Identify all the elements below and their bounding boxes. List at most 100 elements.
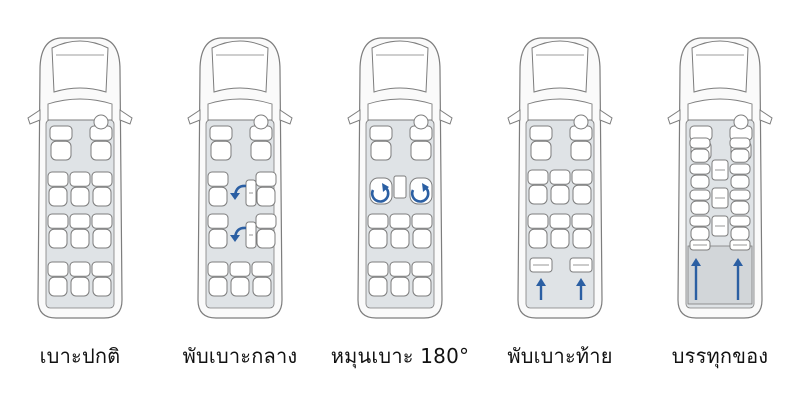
caption-rotate: หมุนเบาะ 180° [330,344,470,368]
seats [367,114,433,297]
van-normal-layout [27,37,133,319]
steering-wheel-icon [253,114,269,130]
seat [207,213,229,249]
windshield [371,40,429,93]
seat [91,261,113,297]
seats [47,114,113,297]
fold-arrow [691,258,701,300]
seats [687,114,753,305]
windshield [691,40,749,93]
mirror-right [279,109,293,125]
panel-fold-rear: พับเบาะท้าย [480,0,640,410]
seat [255,213,277,249]
seat [209,125,233,161]
folded-seat [711,159,729,181]
van-cargo-layout [667,37,773,319]
seat [689,163,711,189]
van-rotate-layout [347,37,453,319]
seat [729,137,751,163]
dashboard [207,98,273,121]
dashboard [687,98,753,121]
seat [389,261,411,297]
seat [89,125,113,161]
folded-seat [711,187,729,209]
mirror-left [347,109,361,125]
fold-side-arrow [230,226,247,242]
folded-seat [529,257,553,273]
seat [689,137,711,163]
steering-wheel-icon [93,114,109,130]
panel-fold-middle: พับเบาะกลาง [160,0,320,410]
steering-wheel-icon [733,114,749,130]
caption-fold-middle: พับเบาะกลาง [182,344,298,368]
windshield [51,40,109,93]
seat [569,125,593,161]
seat [69,213,91,249]
rotate-arrow [410,183,430,203]
fold-arrow [576,278,586,300]
seat [729,163,751,189]
mirror-right [439,109,453,125]
seat [207,171,229,207]
mirror-right [119,109,133,125]
caption-cargo: บรรทุกของ [671,344,769,368]
seat [367,213,389,249]
steering-wheel-icon [573,114,589,130]
panel-cargo: บรรทุกของ [640,0,800,410]
cargo-area [687,245,753,305]
steering-wheel-icon [413,114,429,130]
dashboard [47,98,113,121]
seat [411,213,433,249]
seat [529,125,553,161]
mirror-left [507,109,521,125]
seat [251,261,273,297]
mirror-left [667,109,681,125]
seat [527,213,549,249]
seat [527,169,549,205]
seat [255,171,277,207]
seat [49,125,73,161]
seat [689,215,711,241]
seat [47,171,69,207]
rotate-arrow [370,183,390,203]
van-fold-middle-layout [187,37,293,319]
seat [571,169,593,205]
seats [207,114,277,297]
mirror-right [599,109,613,125]
seat [571,213,593,249]
panel-rotate: หมุนเบาะ 180° [320,0,480,410]
seat [689,189,711,215]
seat [729,189,751,215]
seat [229,261,251,297]
table [393,175,407,199]
folded-seat [245,179,257,207]
mirror-left [27,109,41,125]
van-fold-rear-layout [507,37,613,319]
seat [91,213,113,249]
folded-seat [569,257,593,273]
seat [69,171,91,207]
folded-seat [729,239,751,251]
mirror-right [759,109,773,125]
seat [47,213,69,249]
seat [69,261,91,297]
seat [549,213,571,249]
dashboard [367,98,433,121]
windshield [211,40,269,93]
folded-seat [711,215,729,237]
fold-side-arrow [230,184,247,200]
caption-fold-rear: พับเบาะท้าย [507,344,613,368]
windshield [531,40,589,93]
seats [527,114,593,300]
seat [207,261,229,297]
seat [367,261,389,297]
caption-normal: เบาะปกติ [39,344,121,368]
seat [249,125,273,161]
seat [369,125,393,161]
panel-normal: เบาะปกติ [0,0,160,410]
folded-seat [245,221,257,249]
seat [389,213,411,249]
seat [409,125,433,161]
fold-arrow [733,258,743,300]
